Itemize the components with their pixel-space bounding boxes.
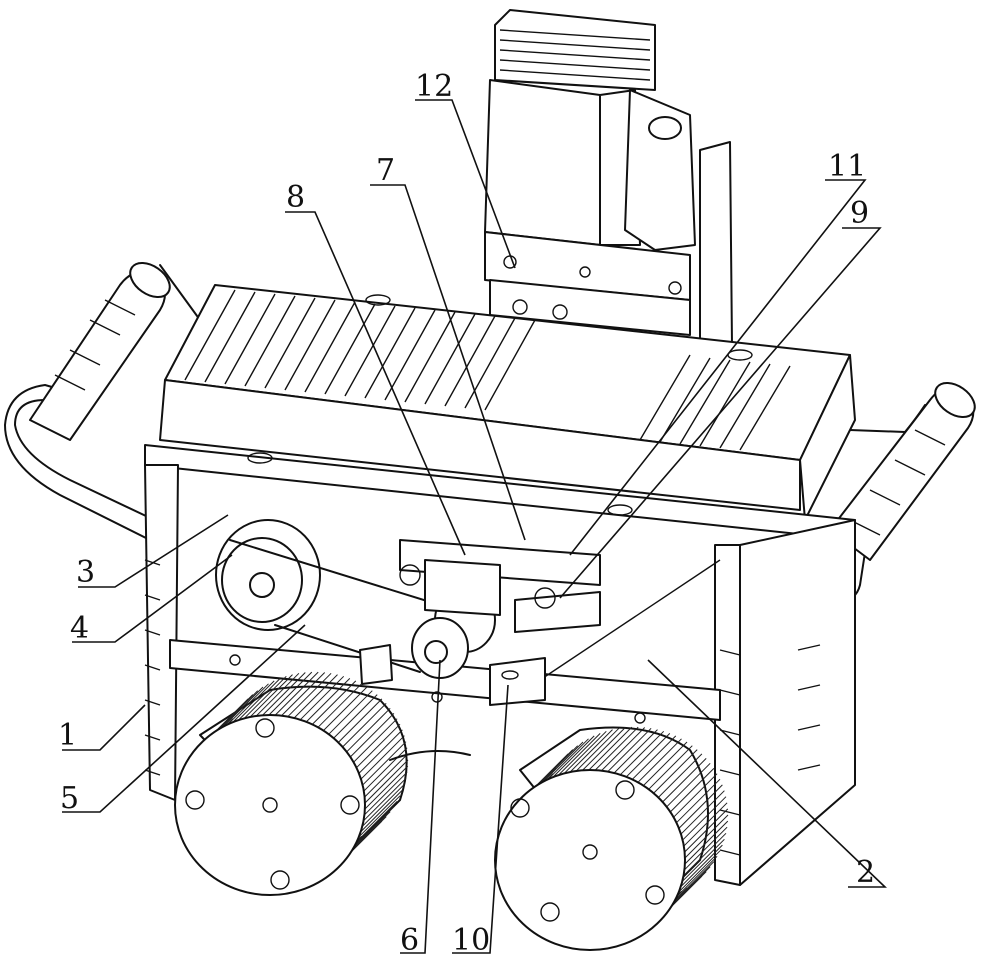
label-5: 5: [60, 781, 79, 816]
belt-drive: [215, 519, 496, 679]
axle-link: [389, 750, 471, 761]
label-8: 8: [286, 180, 305, 215]
label-7: 7: [376, 153, 395, 188]
label-6: 6: [400, 923, 419, 958]
motor-unit: [484, 9, 733, 346]
linear-rail-assembly: [359, 539, 601, 706]
label-2: 2: [856, 855, 875, 890]
left-wheel: [174, 671, 409, 896]
label-3: 3: [76, 555, 95, 590]
leader-lines: [62, 99, 887, 954]
label-12: 12: [415, 69, 453, 104]
label-4: 4: [70, 611, 89, 646]
label-11: 11: [828, 149, 866, 184]
label-9: 9: [850, 196, 869, 231]
right-wheel: [494, 726, 729, 951]
label-10: 10: [452, 923, 490, 958]
reference-numerals: 1 2 3 4 5 6 7 8 9 10 11 12: [58, 69, 875, 958]
left-handle: [4, 261, 206, 546]
label-1: 1: [58, 718, 77, 753]
frame: [144, 444, 856, 886]
